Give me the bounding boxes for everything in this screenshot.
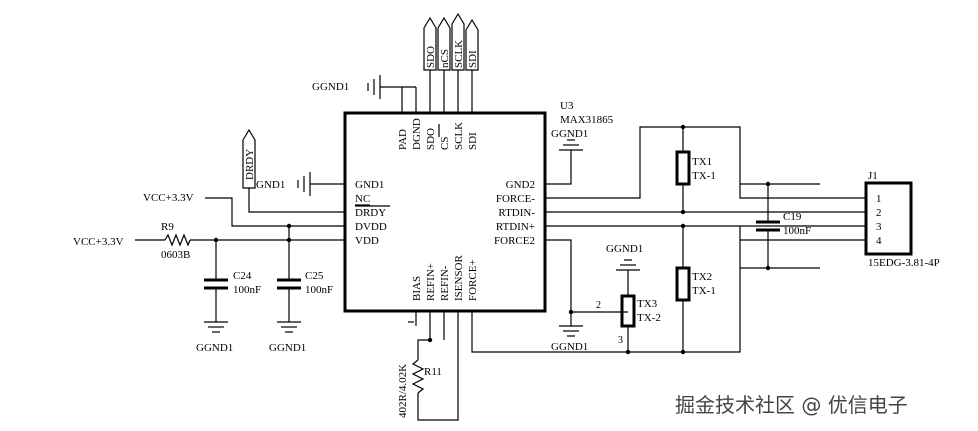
- c24-ref: C24: [233, 270, 252, 282]
- ggnd-label-top: GGND1: [312, 81, 349, 93]
- vcc-label-1: VCC+3.3V: [143, 192, 194, 204]
- ggnd-label-bottom: GGND1: [551, 341, 588, 353]
- vcc-label-2: VCC+3.3V: [73, 236, 124, 248]
- c24-value: 100nF: [233, 284, 261, 296]
- tx3-pin3: 3: [618, 335, 623, 346]
- pin-refin-minus: REFIN-: [439, 265, 451, 301]
- ground-symbol-c25: [277, 321, 301, 333]
- pin-refin-plus: REFIN+: [425, 263, 437, 301]
- tx2-body: [675, 266, 691, 302]
- pin-rtdin-plus: RTDIN+: [496, 221, 535, 233]
- resistor-r9: [164, 233, 191, 247]
- pin-force2: FORCE2: [494, 235, 535, 247]
- pin-cs: CS: [439, 137, 451, 150]
- ground-symbol-tx3: [616, 259, 640, 271]
- c19-ref: C19: [783, 211, 802, 223]
- ggnd-label-c25: GGND1: [269, 342, 306, 354]
- r9-ref: R9: [161, 221, 174, 233]
- pin-nc: NC: [355, 193, 370, 205]
- port-drdy: DRDY: [242, 128, 256, 189]
- tx3-body: [620, 294, 636, 328]
- ground-symbol-gnd1: [297, 172, 311, 196]
- svg-text:SDO: SDO: [425, 46, 437, 68]
- svg-text:SCLK: SCLK: [453, 40, 465, 68]
- pin-dvdd: DVDD: [355, 221, 387, 233]
- c25-ref: C25: [305, 270, 324, 282]
- pin-sdo: SDO: [425, 128, 437, 150]
- pin-force-minus: FORCE-: [496, 193, 535, 205]
- tx1-body: [675, 150, 691, 186]
- pin-pad: PAD: [397, 129, 409, 150]
- pin-rtdin-minus: RTDIN-: [498, 207, 535, 219]
- ggnd-label-c24: GGND1: [196, 342, 233, 354]
- r9-value: 0603B: [161, 249, 190, 261]
- connector-j1: [864, 181, 913, 256]
- watermark: 掘金技术社区 @ 优信电子: [675, 393, 908, 417]
- pin-bias: BIAS: [411, 276, 423, 301]
- gnd1-label: GND1: [256, 179, 285, 191]
- port-ncs: nCS: [437, 16, 451, 71]
- ground-symbol-c24: [204, 321, 228, 333]
- svg-text:nCS: nCS: [439, 49, 451, 68]
- c25-value: 100nF: [305, 284, 333, 296]
- tx3-ref: TX3: [637, 298, 658, 310]
- tx3-pin2: 2: [596, 300, 601, 311]
- port-sdo: SDO: [423, 16, 437, 71]
- pin-isensor: ISENSOR: [453, 254, 465, 301]
- j1-ref: J1: [868, 170, 878, 182]
- pin-force-plus: FORCE+: [467, 259, 479, 301]
- pin-dgnd: DGND: [411, 118, 423, 150]
- pin-drdy: DRDY: [355, 207, 386, 219]
- pin-sdi: SDI: [467, 132, 479, 150]
- j1-pin-4: 4: [876, 235, 882, 247]
- pin-vdd: VDD: [355, 235, 379, 247]
- tx1-ref: TX1: [692, 156, 712, 168]
- pin-gnd1: GND1: [355, 179, 384, 191]
- pin-sclk: SCLK: [453, 122, 465, 150]
- svg-text:SDI: SDI: [467, 50, 479, 68]
- capacitor-c24: [204, 278, 228, 290]
- r11-ref: R11: [424, 366, 442, 378]
- j1-pin-1: 1: [876, 193, 882, 205]
- ggnd-label-gnd2: GGND1: [551, 128, 588, 140]
- j1-pin-2: 2: [876, 207, 882, 219]
- r11-value: 402R/4.02K: [397, 364, 409, 418]
- j1-value: 15EDG-3.81-4P: [868, 257, 940, 269]
- tx3-value: TX-2: [637, 312, 661, 324]
- ground-symbol-gnd2: [559, 139, 583, 151]
- tx2-ref: TX2: [692, 271, 712, 283]
- ground-symbol-top: [367, 75, 381, 99]
- port-sdi: SDI: [465, 18, 479, 71]
- ic-ref: U3: [560, 100, 574, 112]
- ggnd-label-tx3: GGND1: [606, 243, 643, 255]
- ic-part: MAX31865: [560, 114, 614, 126]
- tx2-value: TX-1: [692, 285, 716, 297]
- resistor-r11: [411, 359, 425, 394]
- svg-text:DRDY: DRDY: [244, 149, 256, 180]
- capacitor-c25: [277, 278, 301, 290]
- ground-symbol-bottom: [559, 325, 583, 337]
- tx1-value: TX-1: [692, 170, 716, 182]
- j1-pin-3: 3: [876, 221, 882, 233]
- pin-gnd2: GND2: [506, 179, 535, 191]
- port-sclk: SCLK: [451, 12, 465, 71]
- c19-value: 100nF: [783, 225, 811, 237]
